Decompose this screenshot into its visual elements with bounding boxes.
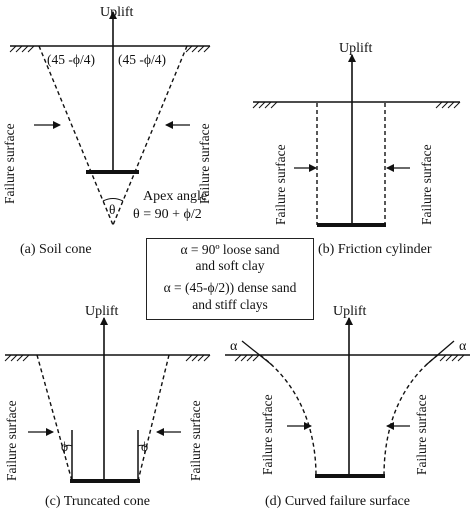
alpha-label-right: α (459, 339, 467, 354)
curved-failure-line-left (259, 354, 317, 477)
panel-b-friction-cylinder: Uplift Failure surface Failure surface (… (252, 41, 461, 257)
ground-hatch-d (234, 354, 465, 362)
caption-c: (c) Truncated cone (45, 494, 150, 509)
panel-d-curved-failure-surface: Uplift α α Failure surface Failure surfa… (225, 304, 470, 509)
ground-hatch-b (252, 101, 461, 109)
caption-a: (a) Soil cone (20, 242, 92, 257)
truncated-failure-line-left (36, 354, 73, 482)
failure-surface-label-c-left: Failure surface (4, 400, 19, 481)
phi-label-right: ϕ (141, 439, 148, 454)
failure-surface-label-b-left: Failure surface (273, 144, 288, 225)
caption-b: (b) Friction cylinder (318, 242, 432, 257)
failure-surface-label-c-right: Failure surface (188, 400, 203, 481)
failure-surface-label-a-right: Failure surface (197, 123, 212, 204)
truncated-failure-line-right (137, 354, 170, 482)
cone-failure-line-left (38, 45, 114, 226)
failure-surface-label-d-right: Failure surface (414, 394, 429, 475)
caption-d: (d) Curved failure surface (265, 494, 410, 509)
apex-formula: θ = 90 + ϕ/2 (133, 207, 202, 222)
panel-a-soil-cone: Uplift (45 -ϕ/4) (45 -ϕ/4) Failure surfa… (2, 5, 212, 257)
apex-angle-label: Apex angle (143, 189, 207, 204)
uplift-label-c: Uplift (85, 304, 119, 319)
angle-label-left: (45 -ϕ/4) (47, 52, 95, 67)
uplift-label-a: Uplift (100, 5, 134, 20)
legend-line-stiff-clays: and stiff clays (192, 297, 268, 312)
ground-hatch-a (9, 45, 211, 53)
legend-line-soft-clay: and soft clay (195, 258, 265, 273)
cone-failure-line-right (112, 45, 188, 226)
phi-arc-left (63, 444, 73, 448)
angle-label-right: (45 -ϕ/4) (118, 52, 166, 67)
phi-label-left: ϕ (61, 439, 68, 454)
legend-box: α = 90º loose sand and soft clay α = (45… (146, 238, 314, 320)
failure-surface-label-a-left: Failure surface (2, 123, 17, 204)
failure-surface-label-b-right: Failure surface (419, 144, 434, 225)
apex-angle-arc (102, 198, 124, 202)
legend-line-alpha-dense: α = (45-ϕ/2)) dense sand (163, 280, 297, 295)
panel-c-truncated-cone: Uplift ϕ ϕ Failure surface Failure surfa… (4, 304, 211, 509)
phi-arc-right (137, 444, 147, 448)
uplift-label-b: Uplift (339, 41, 373, 56)
alpha-label-left: α (230, 339, 238, 354)
uplift-label-d: Uplift (333, 304, 367, 319)
ground-hatch-c (4, 354, 211, 362)
curved-failure-line-right (383, 354, 439, 477)
theta-symbol: θ (109, 202, 115, 217)
alpha-tangent-right (425, 340, 455, 366)
failure-surface-label-d-left: Failure surface (260, 394, 275, 475)
alpha-tangent-left (241, 340, 273, 366)
legend-line-alpha-loose: α = 90º loose sand (180, 242, 280, 257)
